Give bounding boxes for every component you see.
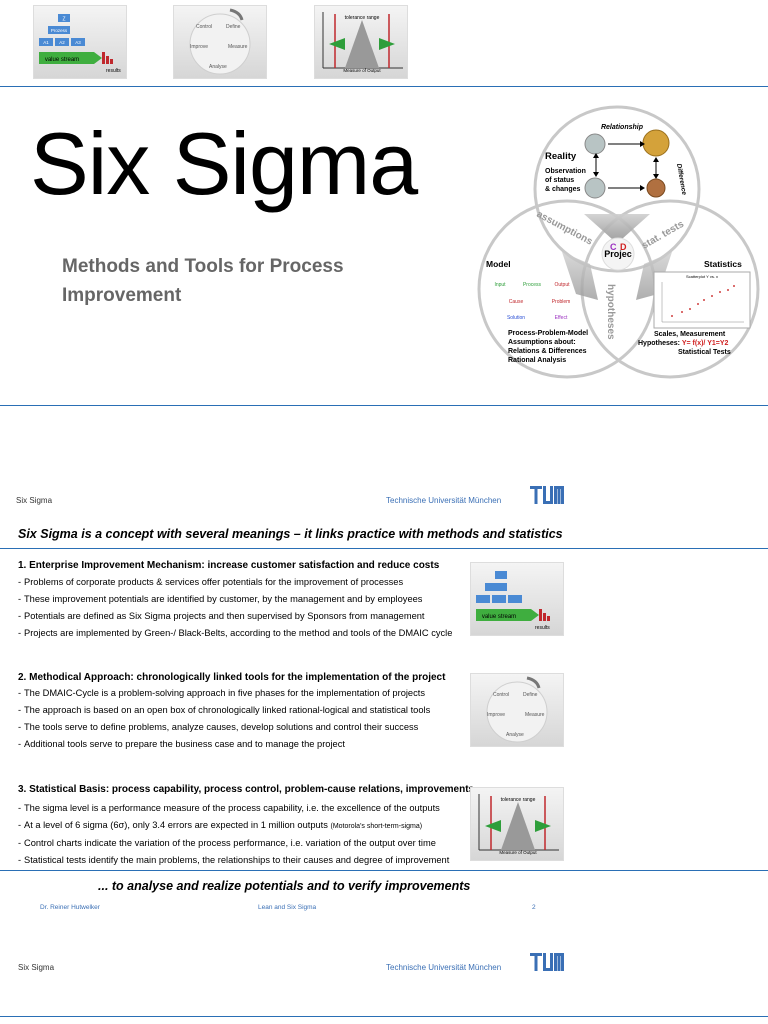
- list-item: -These improvement potentials are identi…: [18, 594, 423, 604]
- svg-text:D: D: [620, 242, 627, 252]
- svg-text:A2: A2: [59, 40, 65, 45]
- subtitle-line-2: Improvement: [62, 285, 182, 306]
- section3-bullets: -The sigma level is a performance measur…: [18, 800, 449, 869]
- svg-text:Process-Problem-Model: Process-Problem-Model: [508, 330, 588, 337]
- page-number: 2: [532, 904, 536, 911]
- svg-text:Define: Define: [523, 692, 538, 698]
- list-item: -Statistical tests identify the main pro…: [18, 855, 450, 865]
- svg-text:value stream: value stream: [482, 614, 516, 620]
- svg-text:Analyse: Analyse: [506, 732, 524, 738]
- svg-text:Define: Define: [226, 24, 241, 30]
- svg-text:Measure of Output: Measure of Output: [343, 68, 381, 73]
- svg-text:Relations & Differences: Relations & Differences: [508, 348, 587, 355]
- svg-text:Output: Output: [554, 282, 570, 288]
- tum-logo-2: [530, 953, 564, 976]
- list-item: -At a level of 6 sigma (6σ), only 3.4 er…: [18, 820, 423, 830]
- rule-slide2-bottom: [0, 870, 768, 871]
- dmaic-cycle-image: Control Define Improve Measure Analyse: [470, 673, 564, 747]
- section2-bullets: -The DMAIC-Cycle is a problem-solving ap…: [18, 685, 430, 753]
- list-item: -Projects are implemented by Green-/ Bla…: [18, 628, 453, 638]
- list-item: -The approach is based on an open box of…: [18, 705, 431, 715]
- slide-title: Six Sigma: [30, 114, 418, 213]
- footer-title: Lean and Six Sigma: [258, 904, 317, 911]
- svg-text:Process: Process: [523, 282, 542, 288]
- rule-slide2-headline: [0, 548, 768, 549]
- svg-text:Statistical Tests: Statistical Tests: [678, 349, 731, 356]
- section1-heading: 1. Enterprise Improvement Mechanism: inc…: [18, 560, 440, 571]
- closing-statement: ... to analyse and realize potentials an…: [98, 879, 471, 893]
- tum-logo: [530, 486, 564, 509]
- slide3-header-right: Technische Universität München: [386, 963, 502, 972]
- svg-text:results: results: [106, 68, 121, 74]
- svg-text:Cause: Cause: [509, 299, 524, 305]
- svg-text:Problem: Problem: [552, 299, 571, 305]
- svg-text:results: results: [535, 625, 550, 631]
- list-item: -Problems of corporate products & servic…: [18, 577, 404, 587]
- svg-text:tolerance range: tolerance range: [501, 797, 536, 803]
- dmaic-cycle-thumbnail: Control Define Improve Measure Analyse: [173, 5, 267, 79]
- svg-text:Solution: Solution: [507, 315, 525, 321]
- slide2-header-left: Six Sigma: [16, 496, 53, 505]
- svg-text:A3: A3: [75, 40, 81, 45]
- subtitle-line-1: Methods and Tools for Process: [62, 256, 344, 277]
- slide2-headline: Six Sigma is a concept with several mean…: [18, 527, 563, 541]
- slide-subtitle: Methods and Tools for Process Improvemen…: [62, 252, 344, 310]
- section3-heading: 3. Statistical Basis: process capability…: [18, 784, 475, 795]
- section2-heading: 2. Methodical Approach: chronologically …: [18, 672, 446, 683]
- vs-sub-label: Prozess: [51, 28, 68, 33]
- value-stream-thumbnail: Z Prozess A1 A2 A3 value stream results: [33, 5, 127, 79]
- model-label: Model: [486, 259, 511, 269]
- svg-text:of status: of status: [545, 177, 574, 184]
- vs-stream-label: value stream: [45, 57, 79, 63]
- svg-text:tolerance range: tolerance range: [345, 15, 380, 21]
- svg-text:Rational Analysis: Rational Analysis: [508, 357, 566, 364]
- hypotheses-label: hypotheses: [605, 284, 616, 340]
- list-item: -Potentials are defined as Six Sigma pro…: [18, 611, 425, 621]
- slide3-header-left: Six Sigma: [18, 963, 55, 972]
- relationship-label: Relationship: [601, 124, 644, 131]
- project-label: Projec: [604, 249, 632, 259]
- svg-text:Scatterplot Y vs. x: Scatterplot Y vs. x: [686, 274, 718, 279]
- footer-author: Dr. Reiner Hutwelker: [40, 904, 100, 911]
- svg-text:Improve: Improve: [190, 44, 208, 50]
- rule-top: [0, 86, 768, 87]
- list-item: -The tools serve to define problems, ana…: [18, 722, 419, 732]
- value-stream-image: value stream results: [470, 562, 564, 636]
- rule-slide3: [0, 1016, 768, 1017]
- rule-slide1-bottom: [0, 405, 768, 406]
- svg-text:C: C: [610, 242, 617, 252]
- svg-text:Control: Control: [493, 692, 509, 698]
- tolerance-range-image: tolerance range Measure of Output: [470, 787, 564, 861]
- svg-text:A1: A1: [43, 40, 49, 45]
- svg-text:Observation: Observation: [545, 168, 586, 175]
- svg-text:Hypotheses: Y= f(x)/ Y1=Y2: Hypotheses: Y= f(x)/ Y1=Y2: [638, 340, 729, 347]
- svg-text:Measure of Output: Measure of Output: [499, 850, 537, 855]
- tolerance-range-thumbnail: tolerance range Measure of Output: [314, 5, 408, 79]
- reality-label: Reality: [545, 151, 577, 162]
- list-item: -The DMAIC-Cycle is a problem-solving ap…: [18, 688, 425, 698]
- list-item: -The sigma level is a performance measur…: [18, 803, 440, 813]
- section1-bullets: -Problems of corporate products & servic…: [18, 574, 452, 642]
- list-item: -Additional tools serve to prepare the b…: [18, 739, 345, 749]
- svg-text:Assumptions about:: Assumptions about:: [508, 339, 576, 346]
- svg-text:Measure: Measure: [228, 44, 248, 50]
- list-item: -Control charts indicate the variation o…: [18, 838, 436, 848]
- svg-text:Effect: Effect: [555, 315, 568, 321]
- svg-text:Analyse: Analyse: [209, 64, 227, 70]
- svg-text:& changes: & changes: [545, 186, 581, 193]
- svg-text:Improve: Improve: [487, 712, 505, 718]
- svg-text:Control: Control: [196, 24, 212, 30]
- statistics-label: Statistics: [704, 259, 742, 269]
- svg-text:Scales, Measurement: Scales, Measurement: [654, 331, 726, 338]
- slide2-header-right: Technische Universität München: [386, 496, 502, 505]
- vs-box-label: Z: [62, 17, 65, 23]
- svg-text:Measure: Measure: [525, 712, 545, 718]
- venn-diagram: Relationship Reality Observation of stat…: [477, 105, 760, 379]
- svg-text:Input: Input: [494, 282, 506, 288]
